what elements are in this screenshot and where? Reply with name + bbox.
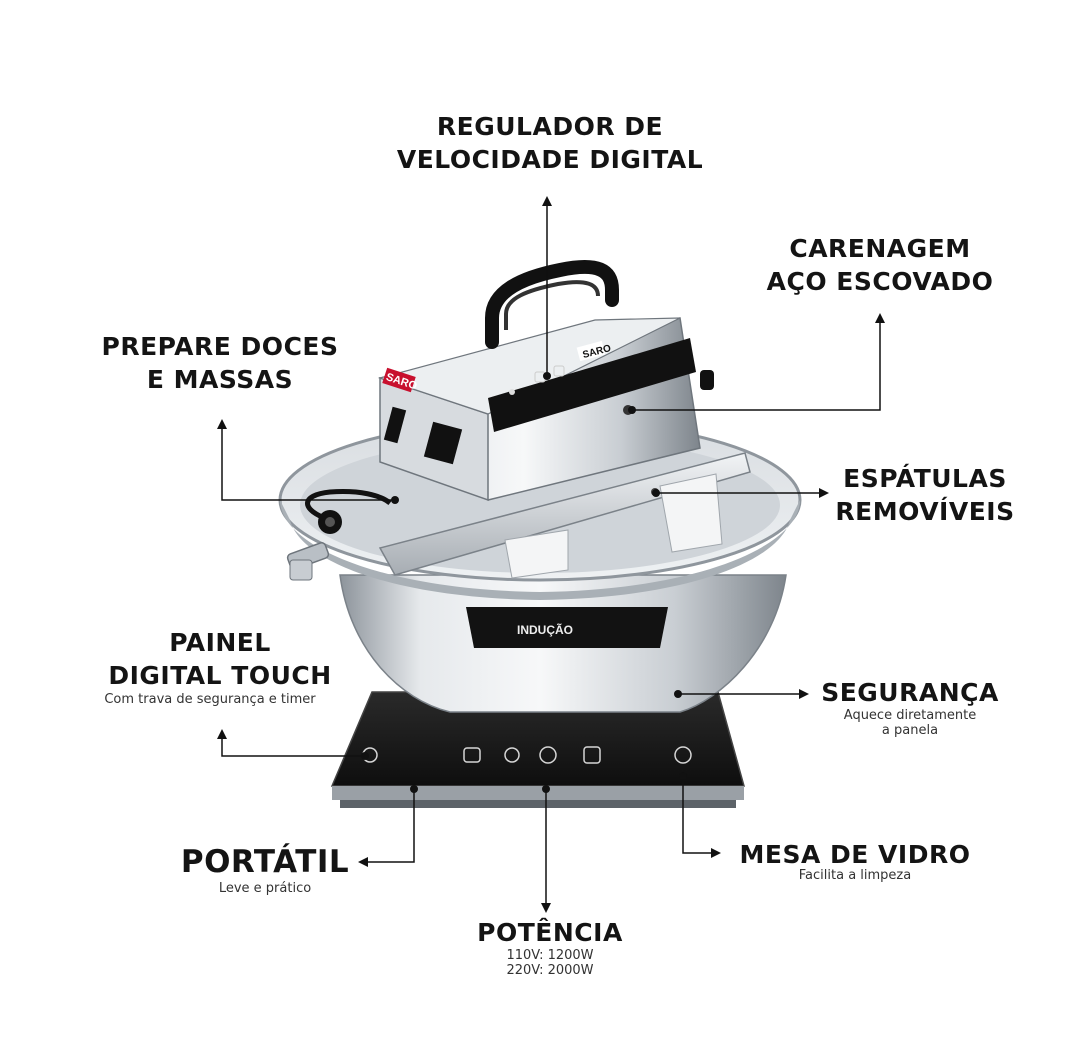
callout-seguranca: SEGURANÇA	[790, 676, 1030, 709]
callout-prepare: PREPARE DOCES E MASSAS	[70, 330, 370, 396]
callout-seguranca-title: SEGURANÇA	[821, 678, 999, 707]
callout-espatulas-line1: ESPÁTULAS	[843, 464, 1007, 493]
callout-portatil-sub: Leve e prático	[218, 881, 312, 896]
pan-label-text: INDUÇÃO	[517, 622, 573, 637]
callout-espatulas-line2: REMOVÍVEIS	[835, 497, 1015, 526]
callout-mesa: MESA DE VIDRO	[710, 838, 1000, 871]
callout-carenagem-line1: CARENAGEM	[789, 234, 971, 263]
callout-painel: PAINEL DIGITAL TOUCH	[60, 626, 380, 692]
callout-carenagem: CARENAGEM AÇO ESCOVADO	[740, 232, 1020, 298]
callout-arrowheads	[217, 196, 885, 913]
callout-regulador-line2: VELOCIDADE DIGITAL	[396, 145, 704, 174]
callout-prepare-line2: E MASSAS	[146, 365, 294, 394]
callout-prepare-line1: PREPARE DOCES	[101, 332, 339, 361]
callout-carenagem-line2: AÇO ESCOVADO	[766, 267, 994, 296]
callout-portatil: PORTÁTIL	[150, 846, 380, 879]
motor-housing: SARO SARO	[377, 259, 714, 502]
callout-painel-sub: Com trava de segurança e timer	[104, 692, 316, 707]
callout-regulador: REGULADOR DE VELOCIDADE DIGITAL	[360, 110, 740, 176]
callout-potencia: POTÊNCIA	[430, 916, 670, 949]
induction-cooktop	[330, 691, 745, 808]
callout-portatil-title: PORTÁTIL	[180, 844, 350, 880]
callout-regulador-line1: REGULADOR DE	[436, 112, 664, 141]
callout-lines	[221, 205, 881, 904]
touch-panel-buttons	[362, 746, 692, 764]
callout-espatulas: ESPÁTULAS REMOVÍVEIS	[800, 462, 1050, 528]
callout-painel-line1: PAINEL	[169, 628, 271, 657]
callout-potencia-sub2: 220V: 2000W	[506, 963, 594, 978]
callout-mesa-sub: Facilita a limpeza	[798, 868, 912, 883]
callout-mesa-title: MESA DE VIDRO	[739, 840, 971, 869]
callout-potencia-title: POTÊNCIA	[477, 918, 623, 947]
callout-potencia-sub1: 110V: 1200W	[506, 948, 594, 963]
callout-painel-line2: DIGITAL TOUCH	[108, 661, 332, 690]
callout-seguranca-sub1: Aquece diretamente	[843, 708, 977, 723]
callout-dots	[361, 372, 687, 793]
callout-seguranca-sub2: a panela	[881, 723, 939, 738]
